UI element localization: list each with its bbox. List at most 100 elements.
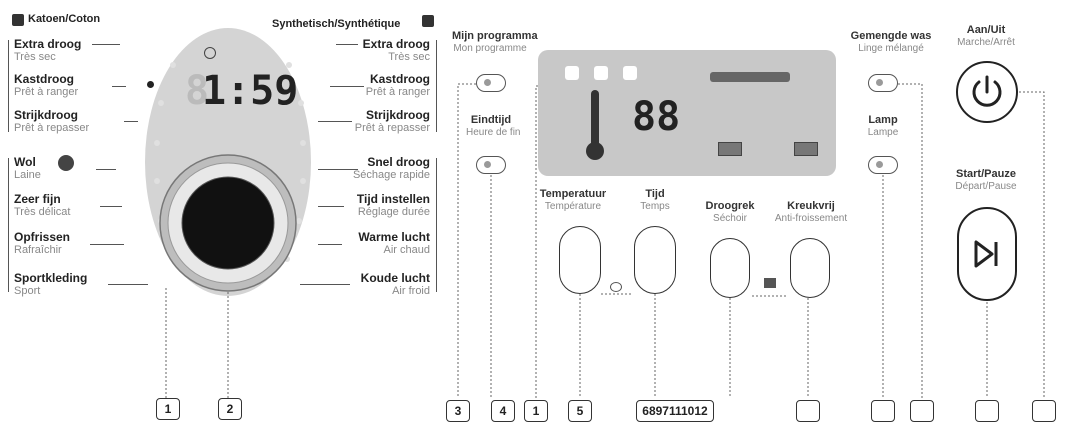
callout-box: 6897111012: [636, 400, 714, 422]
leader-line: [318, 169, 358, 170]
indicator-dot: [154, 140, 160, 146]
left-bracket-top: [8, 40, 9, 132]
leader-line: [124, 121, 138, 122]
label-fr: Séchoir: [713, 213, 747, 224]
indicator-dot: [170, 62, 176, 68]
leader-line: [96, 169, 116, 170]
left-program-kastdroog: Kastdroog Prêt à ranger: [14, 73, 78, 99]
leader-line: [112, 86, 126, 87]
label-nl: Aan/Uit: [966, 24, 1006, 36]
leader-line: [108, 284, 148, 285]
program-name-fr: Air chaud: [383, 244, 430, 256]
program-name: Tijd instellen: [356, 192, 430, 206]
drying-rack-button[interactable]: [710, 238, 750, 298]
start-pause-button[interactable]: [956, 206, 1018, 302]
callout-box: 1: [524, 400, 548, 422]
indicator-dot: [286, 62, 292, 68]
end-time-button[interactable]: [476, 156, 506, 174]
bar-icon: [623, 66, 637, 80]
indicator-dot: [300, 178, 306, 184]
leader-line: [318, 244, 342, 245]
label-nl: Start/Pauze: [956, 168, 1016, 180]
program-name: Extra droog: [362, 37, 430, 51]
callout-box: [1032, 400, 1056, 422]
right-bracket-bottom: [436, 158, 437, 292]
program-name-fr: Très délicat: [14, 206, 71, 218]
label-nl: Mijn programma: [452, 30, 538, 42]
leader-line: [330, 86, 364, 87]
lamp-button[interactable]: [868, 156, 898, 174]
sun-icon: [565, 66, 579, 80]
label-fr: Anti-froissement: [774, 213, 848, 224]
right-program-koude-lucht: Koude lucht Air froid: [361, 272, 430, 298]
leader-line: [318, 121, 352, 122]
label-fr: Départ/Pause: [955, 181, 1017, 192]
callout-box: 1: [156, 398, 180, 420]
program-name-fr: Sport: [14, 285, 41, 297]
lcd-display: 88: [538, 50, 836, 176]
anti-crease-button[interactable]: [790, 238, 830, 298]
left-program-opfrissen: Opfrissen Rafraîchir: [14, 231, 70, 257]
my-program-button[interactable]: [476, 74, 506, 92]
rack-indicator-icon: [718, 142, 742, 156]
mixed-load-button[interactable]: [868, 74, 898, 92]
program-name: Sportkleding: [14, 271, 88, 285]
callout-box: 5: [568, 400, 592, 422]
right-program-extra-droog: Extra droog Très sec: [362, 37, 430, 64]
leader-line: [300, 284, 350, 285]
program-name: Zeer fijn: [14, 192, 61, 206]
right-program-snel-droog: Snel droog Séchage rapide: [352, 156, 430, 182]
leader-line: [318, 206, 344, 207]
synthetic-header: Synthetisch/Synthétique: [272, 14, 434, 32]
program-name-fr: Laine: [14, 169, 41, 181]
fan-icon: [594, 66, 608, 80]
right-program-tijd-instellen: Tijd instellen Réglage durée: [356, 192, 430, 219]
right-program-kastdroog: Kastdroog Prêt à ranger: [366, 72, 430, 99]
leader-line: [336, 44, 358, 45]
left-program-sportkleding: Sportkleding Sport: [14, 271, 88, 298]
crease-indicator-icon: [794, 142, 818, 156]
leader-line: [92, 44, 120, 45]
left-program-strijkdroog: Strijkdroog Prêt à repasser: [14, 109, 89, 135]
program-name: Kastdroog: [370, 72, 430, 86]
my-program-label: Mijn programma Mon programme: [452, 30, 538, 55]
label-fr: Lampe: [867, 127, 899, 138]
synthetic-header-label: Synthetisch/Synthétique: [272, 18, 401, 30]
program-selector-knob[interactable]: [158, 153, 298, 293]
temperature-button[interactable]: [559, 226, 601, 294]
label-fr: Temps: [640, 201, 670, 212]
status-dot: [147, 81, 154, 88]
leader-line: [90, 244, 124, 245]
right-program-warme-lucht: Warme lucht Air chaud: [358, 231, 430, 257]
label-nl: Gemengde was: [850, 30, 932, 42]
program-name-fr: Séchage rapide: [352, 169, 430, 181]
thermometer-bulb-icon: [586, 142, 604, 160]
program-name-fr: Prêt à repasser: [354, 122, 430, 134]
leader-line: [100, 206, 122, 207]
end-time-label: Eindtijd Heure de fin: [466, 114, 520, 139]
indicator-dot: [154, 178, 160, 184]
left-program-zeer-fijn: Zeer fijn Très délicat: [14, 192, 71, 219]
callout-box: 2: [218, 398, 242, 420]
label-nl: Tijd: [645, 188, 665, 200]
time-button[interactable]: [634, 226, 676, 294]
power-button[interactable]: [955, 60, 1019, 124]
label-nl: Lamp: [868, 114, 898, 126]
label-fr: Mon programme: [453, 43, 527, 54]
cotton-header-label: Katoen/Coton: [28, 13, 101, 25]
clock-icon: [204, 47, 216, 59]
power-label: Aan/Uit Marche/Arrêt: [950, 24, 1022, 49]
program-name: Extra droog: [14, 37, 82, 51]
label-fr: Linge mélangé: [858, 43, 924, 54]
start-pause-label: Start/Pauze Départ/Pause: [946, 168, 1026, 193]
anti-crease-label: Kreukvrij Anti-froissement: [768, 200, 854, 225]
label-nl: Temperatuur: [539, 188, 607, 200]
label-fr: Température: [544, 201, 602, 212]
callout-box: 3: [446, 400, 470, 422]
indicator-dot: [296, 218, 302, 224]
callout-box: [975, 400, 999, 422]
left-program-extra-droog: Extra droog Très sec: [14, 37, 82, 64]
program-name-fr: Très sec: [388, 51, 430, 63]
left-program-wol: Wol Laine: [14, 156, 41, 182]
drying-rack-label: Droogrek Séchoir: [700, 200, 760, 225]
